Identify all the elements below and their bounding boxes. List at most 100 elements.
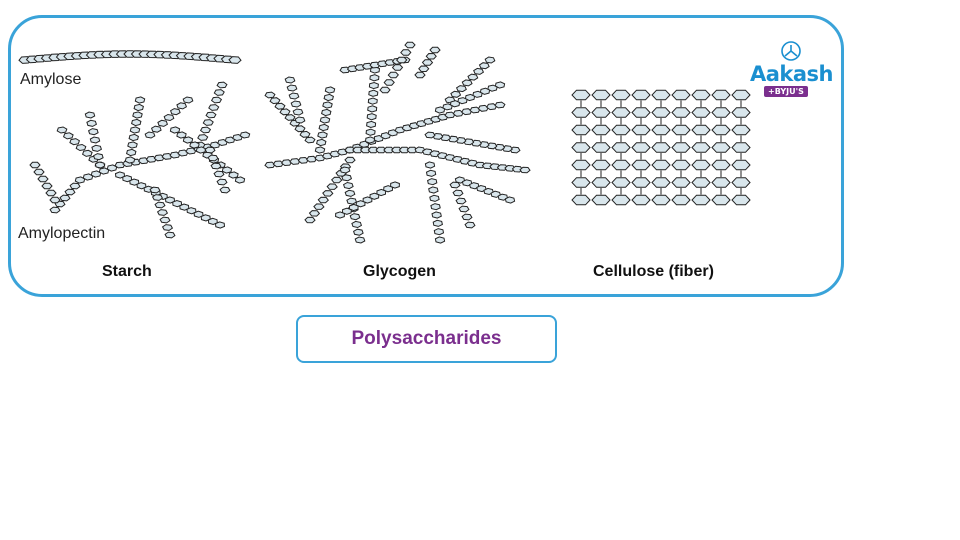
glucose-unit: [114, 171, 126, 179]
glucose-unit: [631, 194, 651, 206]
glucose-unit: [591, 124, 611, 136]
glucose-unit: [455, 197, 467, 205]
glucose-unit: [379, 86, 391, 94]
glucose-unit: [504, 196, 516, 204]
glucose-unit: [651, 107, 671, 118]
glucose-unit: [272, 160, 284, 168]
glucose-unit: [37, 175, 49, 183]
glucose-unit: [651, 194, 671, 206]
glucose-unit: [339, 66, 351, 74]
glucose-unit: [478, 141, 490, 149]
glucose-unit: [383, 146, 395, 154]
amylose-label: Amylose: [20, 71, 82, 88]
glucose-unit: [92, 153, 104, 161]
glucose-unit: [75, 143, 87, 152]
glucose-unit: [487, 84, 498, 92]
glucose-unit: [134, 96, 146, 104]
glucose-unit: [200, 214, 211, 222]
glucose-unit: [391, 64, 404, 71]
glucose-unit: [56, 126, 68, 134]
glucose-unit: [69, 138, 81, 146]
glucose-unit: [711, 159, 731, 171]
glucose-unit: [493, 143, 506, 151]
glucose-unit: [428, 186, 439, 194]
glucose-unit: [324, 86, 336, 94]
glucose-unit: [156, 209, 169, 216]
glucose-unit: [631, 89, 651, 101]
glucose-unit: [671, 124, 691, 136]
glucose-unit: [202, 119, 214, 126]
glucose-unit: [150, 125, 162, 133]
glucose-unit: [114, 161, 126, 169]
glucose-unit: [195, 146, 207, 154]
glucose-unit: [442, 103, 453, 111]
glucose-unit: [290, 100, 302, 108]
glucose-unit: [164, 231, 176, 239]
glucose-unit: [317, 196, 329, 204]
glucose-unit: [326, 183, 338, 190]
glucose-unit: [234, 176, 246, 184]
cellulose-caption: Cellulose (fiber): [593, 263, 714, 280]
glucose-unit: [182, 96, 194, 104]
glucose-unit: [86, 119, 98, 127]
glucose-unit: [366, 113, 377, 121]
glucose-unit: [284, 114, 296, 121]
glucose-unit: [455, 136, 467, 144]
glucose-unit: [711, 194, 731, 206]
glucose-unit: [478, 62, 490, 70]
glucose-unit: [289, 158, 301, 165]
glucose-unit: [631, 107, 651, 118]
glucose-unit: [323, 93, 334, 102]
glucose-unit: [404, 41, 416, 49]
glucose-unit: [129, 178, 140, 186]
glucose-unit: [431, 211, 442, 219]
glucose-unit: [369, 74, 380, 82]
glucose-unit: [316, 138, 327, 147]
glucose-unit: [429, 46, 441, 54]
glucose-unit: [176, 131, 187, 139]
glucose-unit: [452, 109, 464, 117]
starch-caption: Starch: [102, 263, 152, 280]
glucose-unit: [199, 126, 212, 134]
glucose-unit: [691, 142, 711, 153]
glucose-unit: [474, 161, 486, 169]
glucose-unit: [354, 64, 366, 71]
glucose-unit: [145, 155, 157, 163]
glucose-unit: [376, 188, 387, 197]
glucose-unit: [464, 221, 476, 229]
glucose-unit: [461, 108, 473, 116]
glucose-unit: [430, 203, 441, 211]
glucose-unit: [304, 136, 316, 144]
glucose-unit: [571, 177, 591, 188]
glucose-unit: [472, 90, 483, 98]
glucose-unit: [49, 196, 61, 204]
glucose-unit: [444, 111, 456, 119]
glucose-unit: [322, 190, 334, 197]
glucose-unit: [447, 135, 459, 143]
glucose-unit: [185, 147, 197, 155]
glucose-unit: [484, 56, 496, 64]
glucose-unit: [671, 107, 691, 118]
glucose-unit: [391, 146, 403, 154]
glucose-unit: [434, 236, 446, 244]
glucose-unit: [197, 134, 209, 141]
glucose-unit: [91, 144, 103, 152]
glucose-unit: [369, 192, 380, 200]
glucose-unit: [691, 159, 711, 171]
glucose-unit: [611, 194, 631, 206]
glucose-unit: [591, 89, 611, 101]
glucose-unit: [62, 132, 74, 140]
glucose-unit: [304, 216, 316, 224]
logo-wordmark: Aakash: [750, 62, 834, 86]
glucose-unit: [33, 168, 45, 176]
glucose-unit: [571, 89, 591, 101]
glucose-unit: [711, 124, 731, 136]
glucose-unit: [163, 113, 175, 122]
glucose-unit: [473, 67, 485, 75]
glucose-unit: [450, 90, 462, 98]
glucose-unit: [138, 157, 150, 165]
glucose-unit: [481, 162, 494, 170]
glucose-unit: [691, 107, 711, 118]
glucose-unit: [731, 89, 751, 101]
glucose-unit: [172, 199, 183, 208]
